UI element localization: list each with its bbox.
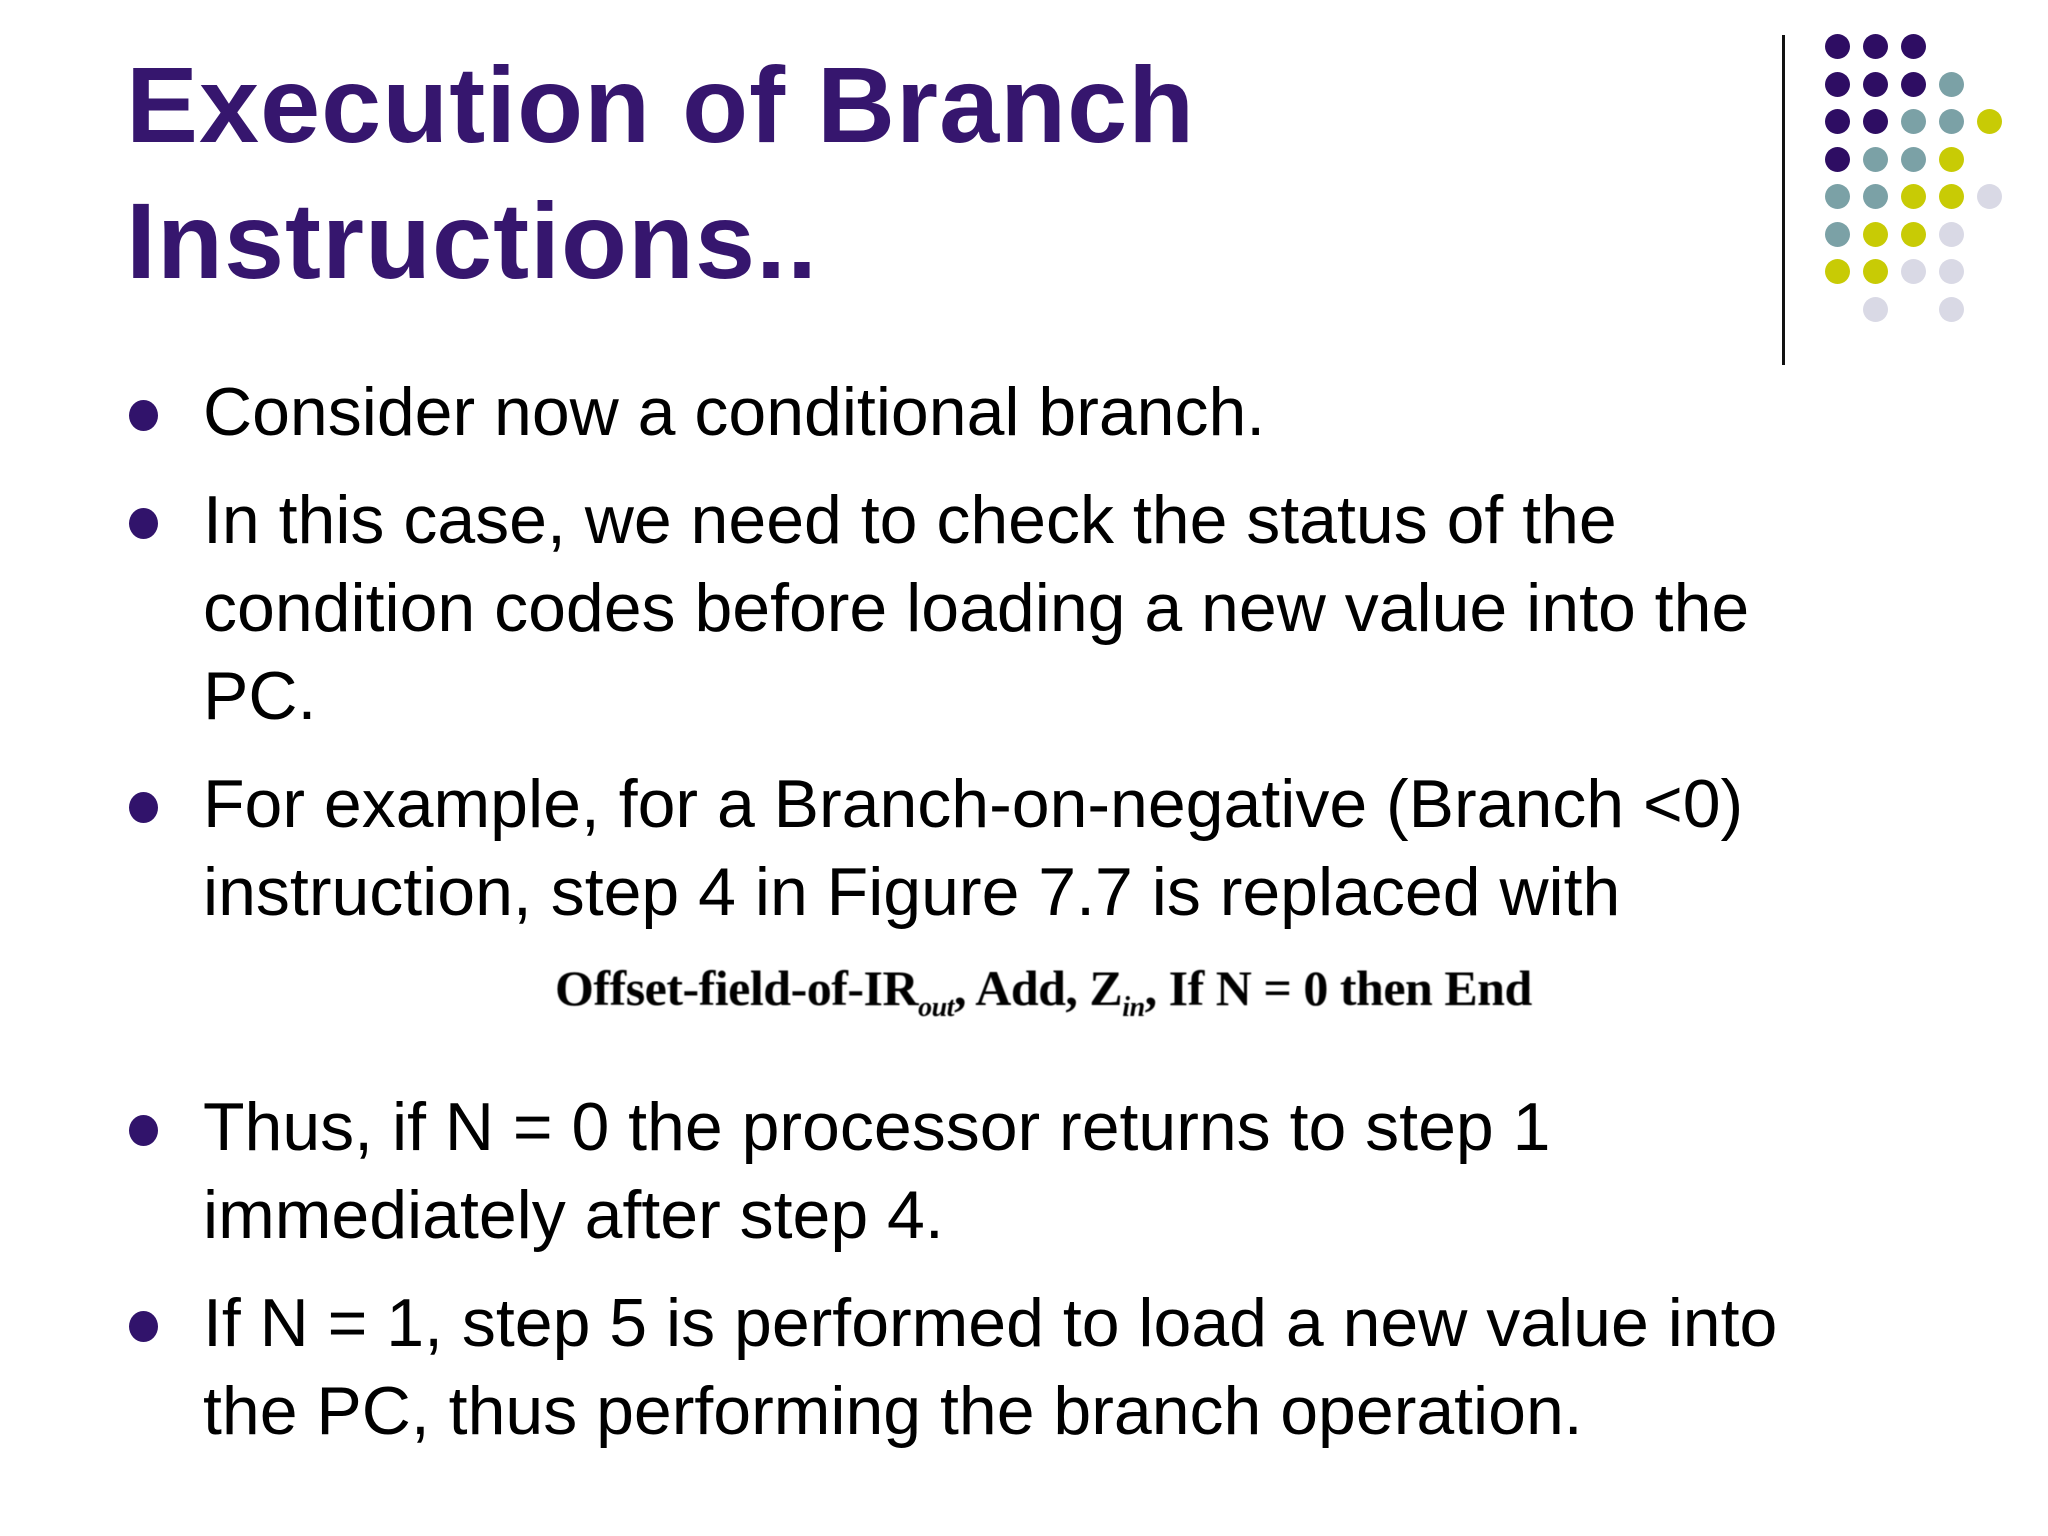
- formula-segment: , If N = 0 then End: [1144, 960, 1533, 1016]
- decoration-dot: [1901, 71, 1926, 97]
- decoration-dot: [1863, 259, 1888, 284]
- decoration-dot: [1939, 109, 1964, 134]
- decoration-dot: [1977, 109, 2002, 134]
- bullet-list: Consider now a conditional branch. In th…: [126, 368, 2006, 1475]
- decoration-dot: [1825, 221, 1850, 247]
- decoration-dot: [1939, 296, 1964, 322]
- decoration-dot: [1939, 71, 1964, 97]
- formula-subscript: in: [1122, 992, 1145, 1023]
- microprogram-step-formula: Offset-field-of-IRout, Add, Zin, If N = …: [555, 956, 2006, 1040]
- formula-text: Offset-field-of-IRout, Add, Zin, If N = …: [555, 960, 1533, 1023]
- bullet-icon: [129, 792, 158, 823]
- decoration-vertical-line: [1782, 35, 1785, 365]
- decoration-dot: [1901, 221, 1926, 247]
- decoration-dot: [1901, 146, 1926, 172]
- decoration-dot: [1863, 71, 1888, 97]
- bullet-item: For example, for a Branch-on-negative (B…: [126, 760, 2006, 936]
- dot-pattern-decoration: [1825, 34, 2025, 334]
- decoration-dot: [1901, 259, 1926, 284]
- decoration-dot: [1825, 109, 1850, 134]
- decoration-dot: [1939, 146, 1964, 172]
- decoration-dot: [1825, 184, 1850, 209]
- decoration-dot: [1825, 71, 1850, 97]
- decoration-dot: [1863, 184, 1888, 209]
- bullet-text: For example, for a Branch-on-negative (B…: [203, 766, 1744, 930]
- bullet-text: If N = 1, step 5 is performed to load a …: [203, 1285, 1778, 1449]
- bullet-icon: [129, 1311, 158, 1342]
- formula-segment: , Add, Z: [953, 960, 1123, 1016]
- decoration-dot: [1901, 184, 1926, 209]
- formula-segment: Offset-field-of-IR: [555, 960, 919, 1016]
- decoration-dot: [1901, 34, 1926, 59]
- bullet-icon: [129, 508, 158, 539]
- decoration-dot: [1939, 184, 1964, 209]
- bullet-icon: [129, 1115, 158, 1146]
- formula-subscript: out: [918, 992, 954, 1023]
- decoration-dot: [1825, 34, 1850, 59]
- decoration-dot: [1863, 146, 1888, 172]
- slide-title: Execution of Branch Instructions..: [126, 44, 1196, 301]
- decoration-dot: [1939, 259, 1964, 284]
- bullet-text: In this case, we need to check the statu…: [203, 482, 1750, 734]
- decoration-dot: [1863, 296, 1888, 322]
- bullet-item: Thus, if N = 0 the processor returns to …: [126, 1083, 2006, 1259]
- bullet-item: In this case, we need to check the statu…: [126, 476, 2006, 740]
- decoration-dot: [1863, 221, 1888, 247]
- decoration-dot: [1825, 259, 1850, 284]
- decoration-dot: [1901, 109, 1926, 134]
- bullet-item: Consider now a conditional branch.: [126, 368, 2006, 456]
- bullet-text: Thus, if N = 0 the processor returns to …: [203, 1089, 1551, 1253]
- decoration-dot: [1863, 109, 1888, 134]
- decoration-dot: [1977, 184, 2002, 209]
- decoration-dot: [1863, 34, 1888, 59]
- bullet-icon: [129, 400, 158, 431]
- decoration-dot: [1939, 221, 1964, 247]
- decoration-dot: [1825, 146, 1850, 172]
- bullet-item: If N = 1, step 5 is performed to load a …: [126, 1279, 2006, 1455]
- bullet-text: Consider now a conditional branch.: [203, 374, 1266, 450]
